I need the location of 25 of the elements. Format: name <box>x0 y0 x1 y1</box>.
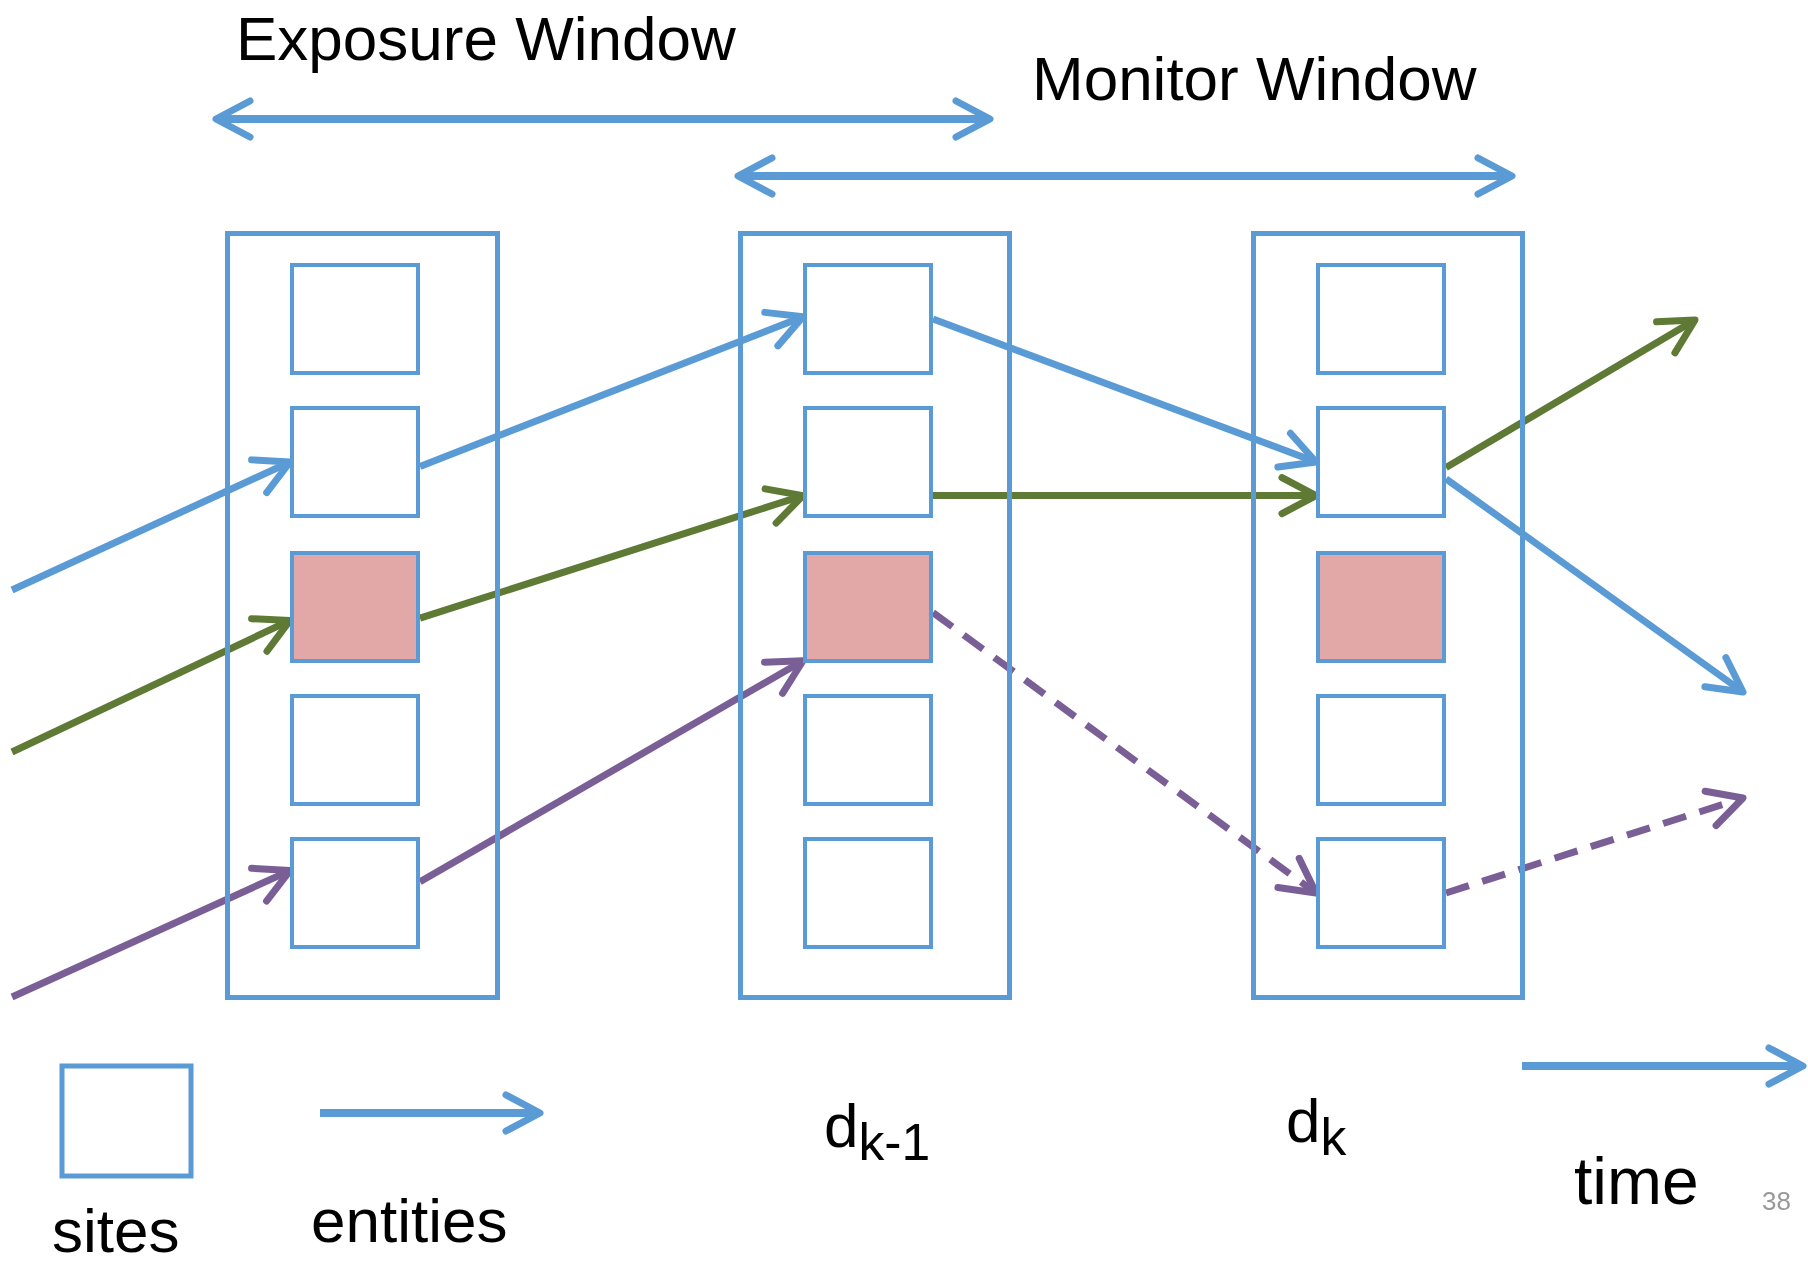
site-box <box>1316 837 1446 949</box>
site-box <box>1316 694 1446 806</box>
legend-label: entities <box>311 1190 508 1252</box>
site-box <box>290 263 420 375</box>
site-box <box>1316 406 1446 518</box>
site-box <box>803 551 933 663</box>
page-number: 38 <box>1762 1188 1791 1214</box>
window-label: Monitor Window <box>1032 48 1477 110</box>
day-label: d$_{k-1}$ <box>824 1095 931 1170</box>
site-box <box>803 263 933 375</box>
day-column-box <box>225 231 500 1000</box>
day-column-box <box>738 231 1012 1000</box>
site-box <box>290 694 420 806</box>
site-box <box>803 837 933 949</box>
site-box <box>290 406 420 518</box>
site-box <box>803 694 933 806</box>
site-box <box>803 406 933 518</box>
day-column-box <box>1251 231 1525 1000</box>
site-box <box>290 551 420 663</box>
legend-label: sites <box>52 1200 180 1261</box>
site-box <box>290 837 420 949</box>
site-box <box>1316 551 1446 663</box>
day-label: d$_{k}$ <box>1286 1090 1347 1165</box>
axis-label: time <box>1574 1148 1699 1214</box>
site-box <box>1316 263 1446 375</box>
